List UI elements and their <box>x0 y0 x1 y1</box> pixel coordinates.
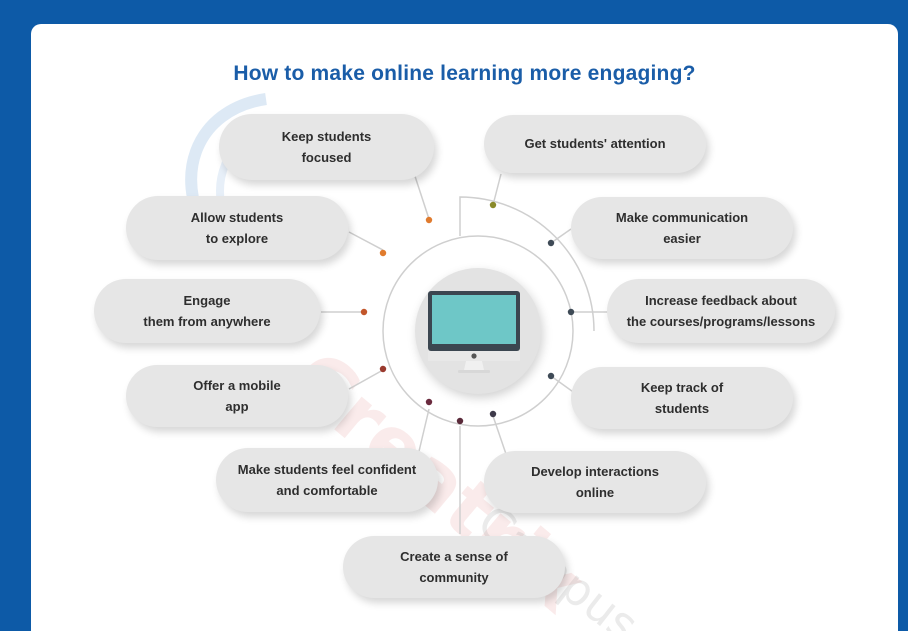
item-line2: them from anywhere <box>143 314 271 329</box>
item-line2: community <box>419 570 489 585</box>
item-keep-students-focused: Keep students focused <box>219 114 434 180</box>
item-line1: Create a sense of <box>400 548 508 564</box>
connector-dots <box>360 201 575 425</box>
diagram-title: How to make online learning more engagin… <box>233 62 696 85</box>
item-increase-feedback: Increase feedback about the courses/progr… <box>607 279 835 343</box>
item-line2: app <box>225 399 249 414</box>
item-sense-of-community: Create a sense of community <box>343 536 565 598</box>
item-line1: Make students feel confident <box>237 461 417 477</box>
item-line1: Get students' attention <box>524 136 666 152</box>
item-line1: Increase feedback about <box>645 292 797 308</box>
item-communication-easier: Make communication easier <box>571 197 793 259</box>
item-line1: Keep students <box>281 128 372 144</box>
item-line2: focused <box>301 150 352 165</box>
item-line2: and comfortable <box>276 483 378 498</box>
item-line2: online <box>575 485 615 500</box>
item-line1: Develop interactions <box>531 463 659 479</box>
desktop-monitor-icon <box>428 291 520 373</box>
item-develop-interactions: Develop interactions online <box>484 451 706 513</box>
item-allow-explore: Allow students to explore <box>126 196 348 260</box>
item-keep-track: Keep track of students <box>571 367 793 429</box>
item-engage-anywhere: Engage them from anywhere <box>94 279 320 343</box>
item-line1: Make communication <box>615 209 749 225</box>
item-get-attention: Get students' attention <box>484 115 706 173</box>
item-line1: Engage <box>183 292 231 308</box>
item-mobile-app: Offer a mobile app <box>126 365 348 427</box>
item-line2: to explore <box>205 231 269 246</box>
item-line1: Offer a mobile <box>193 377 281 393</box>
item-line2: students <box>654 401 710 416</box>
item-line1: Keep track of <box>640 379 724 395</box>
item-line2: easier <box>663 231 701 246</box>
item-line2: the courses/programs/lessons <box>626 314 816 329</box>
infographic-card: Creatrix Campus How to make online learn… <box>31 24 898 631</box>
item-confident-comfortable: Make students feel confident and comforta… <box>216 448 438 512</box>
item-line1: Allow students <box>190 209 284 225</box>
